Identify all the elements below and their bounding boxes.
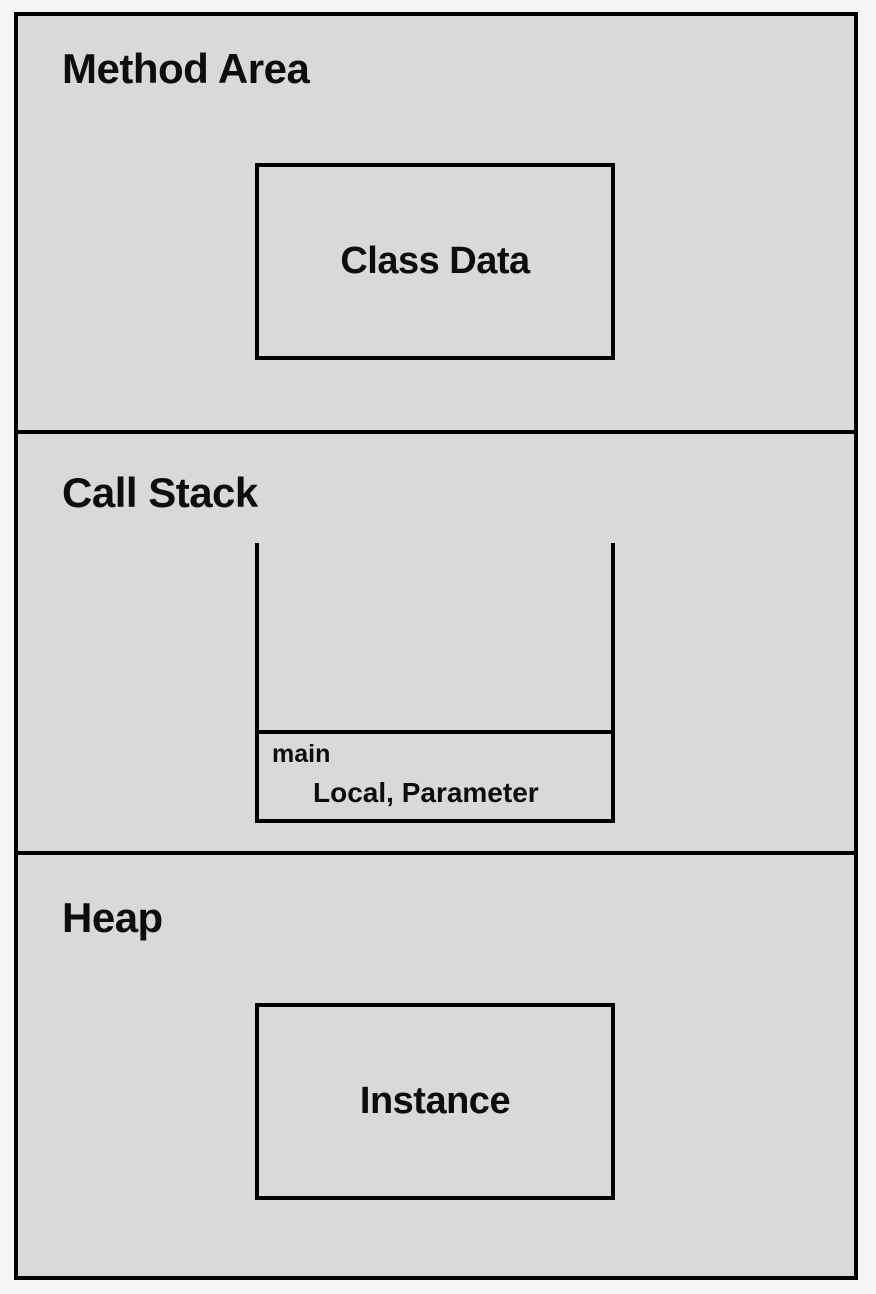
- method-area-title: Method Area: [62, 45, 310, 92]
- stack-frame-name: main: [272, 740, 331, 768]
- class-data-box: Class Data: [255, 163, 615, 360]
- class-data-label: Class Data: [340, 240, 530, 282]
- instance-box: Instance: [255, 1003, 615, 1200]
- jvm-memory-diagram: Method Area Class Data Call Stack main L…: [14, 12, 858, 1280]
- heap-title: Heap: [62, 894, 163, 941]
- stack-frame-contents: Local, Parameter: [313, 776, 539, 808]
- instance-label: Instance: [359, 1080, 511, 1122]
- stack-open-top-container: main Local, Parameter: [255, 543, 615, 823]
- section-method-area: Method Area Class Data: [18, 16, 854, 434]
- stack-frame-main: main Local, Parameter: [259, 730, 611, 819]
- section-call-stack: Call Stack main Local, Parameter: [18, 434, 854, 855]
- section-heap: Heap Instance: [18, 855, 854, 1276]
- call-stack-title: Call Stack: [62, 469, 258, 516]
